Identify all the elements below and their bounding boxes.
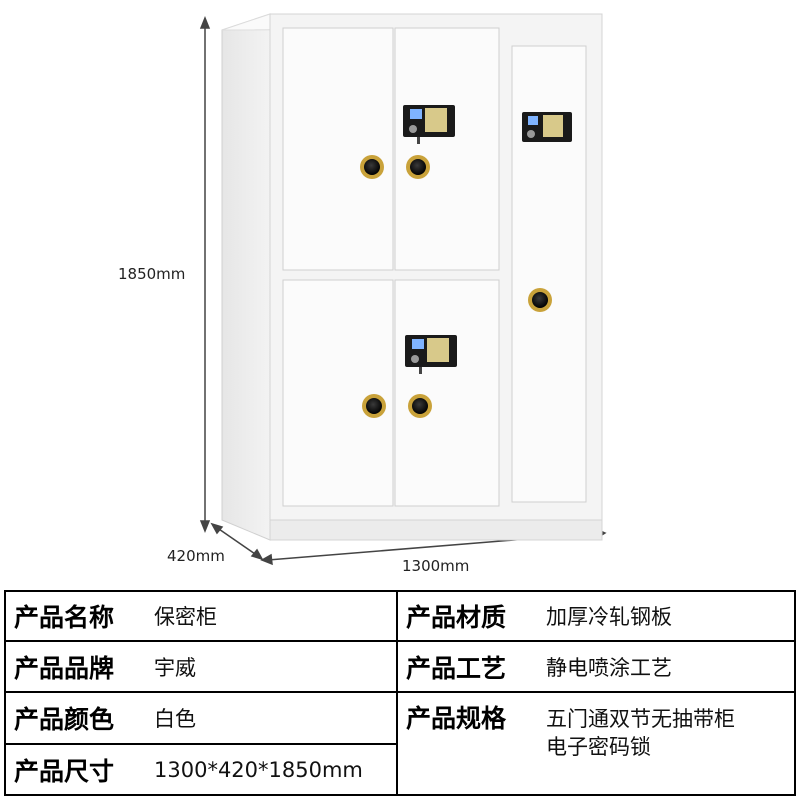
spec-label: 产品品牌 [14, 653, 115, 683]
height-dimension: 1850mm [118, 265, 186, 283]
knob-icons [360, 155, 552, 418]
spec-cell-name: 产品名称 保密柜 [4, 589, 398, 643]
spec-value-line1: 五门通双节无抽带柜 [546, 706, 735, 731]
electronic-lock-right [522, 112, 572, 142]
spec-row: 产品颜色 白色 产品规格 五门通双节无抽带柜 电子密码锁 [4, 690, 796, 797]
spec-value: 静电喷涂工艺 [546, 655, 672, 680]
spec-row: 产品尺寸 1300*420*1850mm [4, 743, 795, 796]
spec-cell-brand: 产品品牌 宇威 [4, 640, 398, 693]
spec-value: 1300*420*1850mm [154, 757, 363, 782]
spec-cell-process: 产品工艺 静电喷涂工艺 [396, 640, 796, 693]
spec-label: 产品名称 [14, 603, 115, 633]
spec-row: 产品品牌 宇威 产品工艺 静电喷涂工艺 [4, 640, 796, 693]
door-top-left [282, 27, 394, 271]
spec-value-line2: 电子密码锁 [546, 734, 651, 759]
spec-value: 加厚冷轧钢板 [546, 605, 672, 630]
spec-cell-specification: 产品规格 五门通双节无抽带柜 电子密码锁 [396, 690, 796, 797]
spec-cell-size: 产品尺寸 1300*420*1850mm [4, 743, 398, 796]
dimension-lines [199, 15, 607, 566]
spec-table: 产品名称 保密柜 产品材质 加厚冷轧钢板 产品品牌 宇威 产品工艺 静电喷涂工艺 产品颜… [4, 589, 796, 797]
spec-cell-material: 产品材质 加厚冷轧钢板 [396, 589, 796, 643]
cabinet-body [221, 13, 603, 541]
electronic-lock-top [403, 105, 455, 144]
spec-label: 产品规格 [406, 703, 507, 733]
spec-label: 产品材质 [406, 603, 507, 633]
spec-row: 产品名称 保密柜 产品材质 加厚冷轧钢板 [4, 589, 796, 643]
spec-label: 产品尺寸 [14, 756, 115, 786]
spec-value: 保密柜 [154, 605, 217, 630]
electronic-lock-bottom [405, 335, 457, 374]
door-bottom-left [282, 279, 394, 507]
cabinet-illustration [199, 13, 607, 566]
door-bottom-right [394, 279, 500, 507]
depth-dimension: 420mm [167, 547, 225, 565]
spec-value: 宇威 [154, 655, 196, 680]
spec-label: 产品工艺 [406, 653, 507, 683]
product-image: 1850mm 420mm 1300mm [118, 13, 607, 575]
spec-cell-color: 产品颜色 白色 [4, 690, 398, 746]
spec-value: 白色 [154, 707, 196, 732]
door-top-right [394, 27, 500, 271]
spec-label: 产品颜色 [14, 705, 115, 735]
width-dimension: 1300mm [402, 557, 470, 575]
